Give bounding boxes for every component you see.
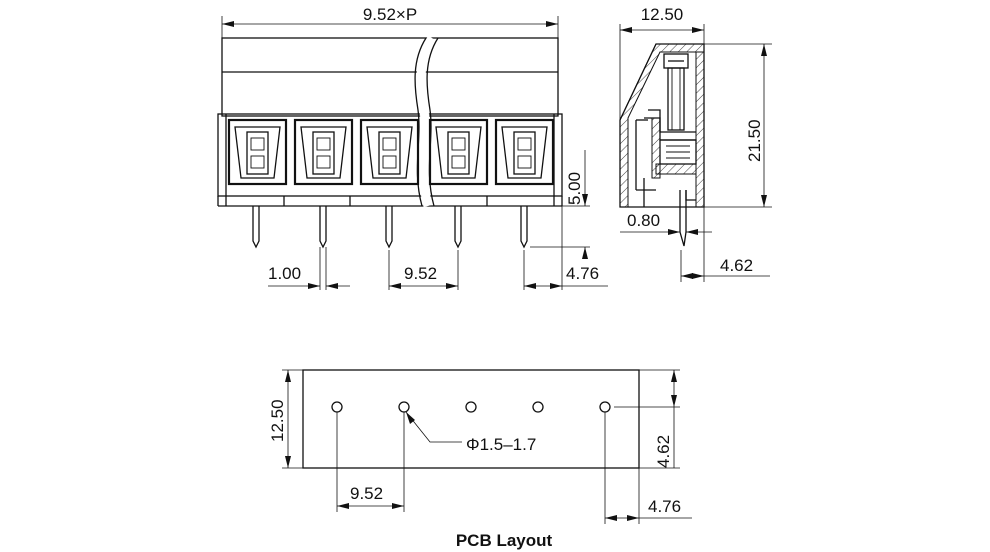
pin-height-label: 5.00 — [565, 172, 584, 205]
front-housing-top — [221, 37, 559, 117]
pin-2 — [319, 206, 327, 249]
terminal-window-2 — [293, 118, 354, 186]
pcb-hole-4 — [532, 401, 544, 413]
pcb-outline — [302, 369, 640, 469]
pcb-hole-5 — [599, 401, 611, 413]
terminal-window-1 — [227, 118, 288, 186]
pin-1 — [252, 206, 260, 249]
terminal-window-3 — [359, 118, 420, 186]
screw — [667, 67, 685, 131]
side-height-label: 21.50 — [745, 119, 764, 162]
pin-3 — [385, 206, 393, 249]
pcb-depth-label: 12.50 — [268, 399, 287, 442]
pcb-edge-offset-label: 4.76 — [648, 497, 681, 516]
pin-offset-label: 4.62 — [720, 256, 753, 275]
front-width-label: 9.52×P — [363, 5, 417, 24]
terminal-window-5 — [494, 118, 555, 186]
pin-5 — [520, 206, 528, 249]
terminal-window-4 — [428, 118, 489, 186]
hole-diameter-label: Φ1.5–1.7 — [466, 435, 536, 454]
side-depth-label: 12.50 — [641, 5, 684, 24]
pitch-label: 9.52 — [404, 264, 437, 283]
pcb-hole-3 — [465, 401, 477, 413]
edge-offset-label: 4.76 — [566, 264, 599, 283]
pin-4 — [454, 206, 462, 249]
pcb-layout-title: PCB Layout — [456, 531, 553, 550]
side-outline — [619, 43, 705, 208]
hole-leader — [405, 411, 462, 443]
pcb-hole-2 — [398, 401, 410, 413]
pin-width-label: 1.00 — [268, 264, 301, 283]
pcb-hole-1 — [331, 401, 343, 413]
side-view: 12.50 21.50 0.80 4.62 — [619, 5, 772, 282]
side-pin — [679, 190, 687, 247]
pcb-pitch-label: 9.52 — [350, 484, 383, 503]
front-housing-body — [217, 113, 563, 197]
pcb-hole-offset-label: 4.62 — [654, 435, 673, 468]
pcb-layout: 12.50 Φ1.5–1.7 9.52 4.62 4.76 PCB Layout — [268, 369, 692, 550]
front-view: 9.52×P 5.00 1.00 9.52 4.76 — [217, 5, 608, 290]
pin-thickness-label: 0.80 — [627, 211, 660, 230]
